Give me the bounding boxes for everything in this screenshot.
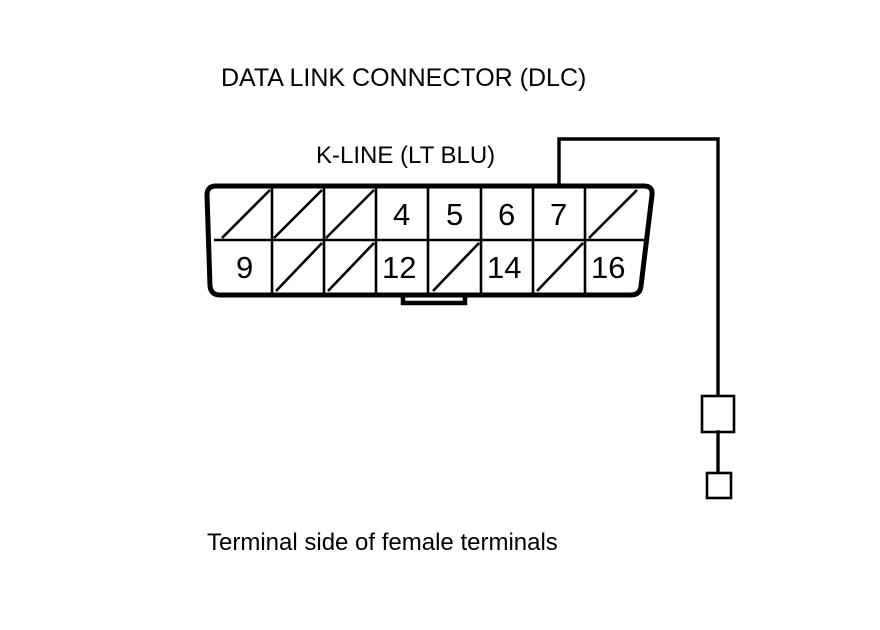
bottom-cell-2-slash-icon [275,242,323,292]
pin-label-16: 16 [591,250,625,285]
diagram-title: DATA LINK CONNECTOR (DLC) [221,64,586,92]
bottom-cell-3-slash-icon [327,242,375,292]
terminal-box-small [705,471,733,500]
top-cell-8-slash-icon [588,189,638,239]
pin-label-5: 5 [446,197,463,232]
terminal-box-large [700,394,736,434]
top-cell-2-slash-icon [273,189,323,239]
pin-label-14: 14 [487,250,521,285]
connector-locking-tab [400,295,468,306]
connector-outline [204,183,655,298]
bottom-cell-5-slash-icon [432,242,480,292]
k-line-wire-label: K-LINE (LT BLU) [316,142,495,169]
pin-label-12: 12 [382,250,416,285]
diagram-caption: Terminal side of female terminals [207,529,558,556]
bottom-cell-7-slash-icon [536,242,584,292]
pin-label-4: 4 [393,197,410,232]
top-cell-3-slash-icon [325,189,375,239]
pin-label-9: 9 [236,250,253,285]
pin-label-7: 7 [550,197,567,232]
pin-label-6: 6 [498,197,515,232]
k-line-wire-path [557,137,720,398]
top-cell-1-slash-icon [221,189,271,239]
